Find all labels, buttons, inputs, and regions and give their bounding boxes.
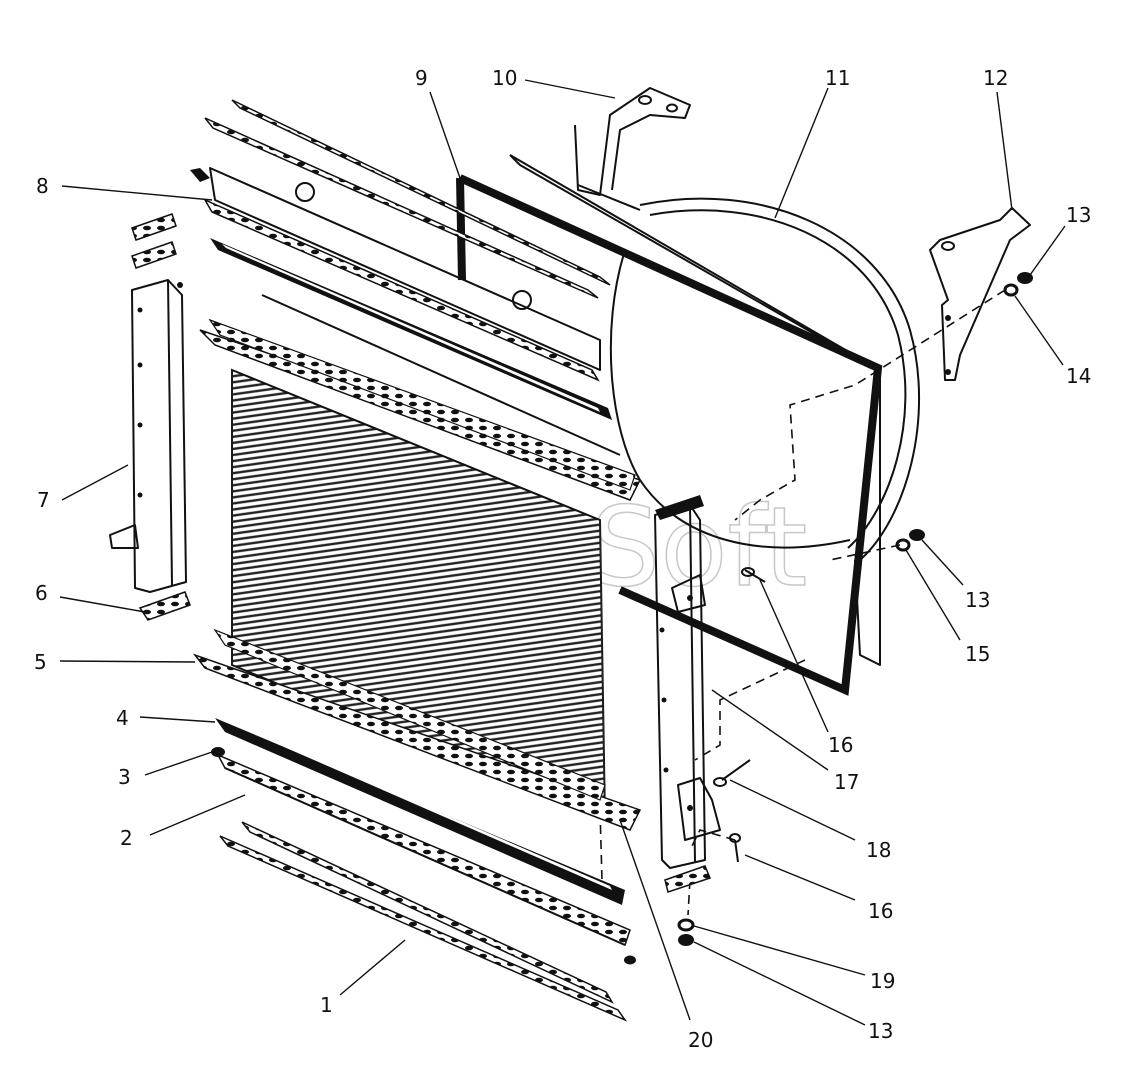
washer-19 <box>677 918 695 932</box>
side-bracket <box>929 207 1031 381</box>
assembly-lines <box>599 289 1006 916</box>
upper-bracket <box>574 87 691 196</box>
pad-lower-right <box>664 865 712 893</box>
lower-strips <box>219 821 628 1022</box>
washer-14 <box>1003 283 1019 297</box>
callout-7: 7 <box>37 488 50 512</box>
lower-tank-plate <box>192 628 642 831</box>
upper-gasket <box>210 238 612 420</box>
left-side-member <box>109 279 187 593</box>
callout-13-mid: 13 <box>965 588 990 612</box>
upper-tank-plate <box>199 294 642 501</box>
callout-13-top: 13 <box>1066 203 1091 227</box>
nut-13-bottom <box>678 934 694 946</box>
callout-14: 14 <box>1066 364 1091 388</box>
callout-18: 18 <box>866 838 891 862</box>
lower-plate <box>216 753 631 947</box>
callout-6: 6 <box>35 581 48 605</box>
callout-4: 4 <box>116 706 129 730</box>
callout-8: 8 <box>36 174 49 198</box>
callout-3: 3 <box>118 765 131 789</box>
lower-gasket <box>215 718 625 905</box>
top-pads <box>131 213 177 269</box>
callout-labels: 1 2 3 4 5 6 7 8 9 10 11 12 13 14 13 15 1… <box>34 66 1091 1052</box>
callout-2: 2 <box>120 826 133 850</box>
callout-20: 20 <box>688 1028 713 1052</box>
nut-3 <box>211 747 225 757</box>
nut-13-top <box>1017 272 1033 284</box>
upper-strips <box>190 99 611 382</box>
callout-10: 10 <box>492 66 517 90</box>
callout-11: 11 <box>825 66 850 90</box>
bolt-16-lower <box>729 833 741 863</box>
callout-1: 1 <box>320 993 333 1017</box>
callout-9: 9 <box>415 66 428 90</box>
callout-12: 12 <box>983 66 1008 90</box>
callout-16-lower: 16 <box>868 899 893 923</box>
callout-17: 17 <box>834 770 859 794</box>
callout-5: 5 <box>34 650 47 674</box>
callout-16-upper: 16 <box>828 733 853 757</box>
callout-13-bottom: 13 <box>868 1019 893 1043</box>
right-side-member <box>654 495 721 869</box>
callout-19: 19 <box>870 969 895 993</box>
nut-13-mid <box>909 529 925 541</box>
bolt-16-upper <box>741 567 766 583</box>
leader-lines <box>59 79 1066 1026</box>
callout-15: 15 <box>965 642 990 666</box>
bolt-18 <box>713 759 751 787</box>
pad-6 <box>138 591 191 621</box>
seal-frame <box>456 174 883 696</box>
small-nut-bottom <box>624 955 636 965</box>
